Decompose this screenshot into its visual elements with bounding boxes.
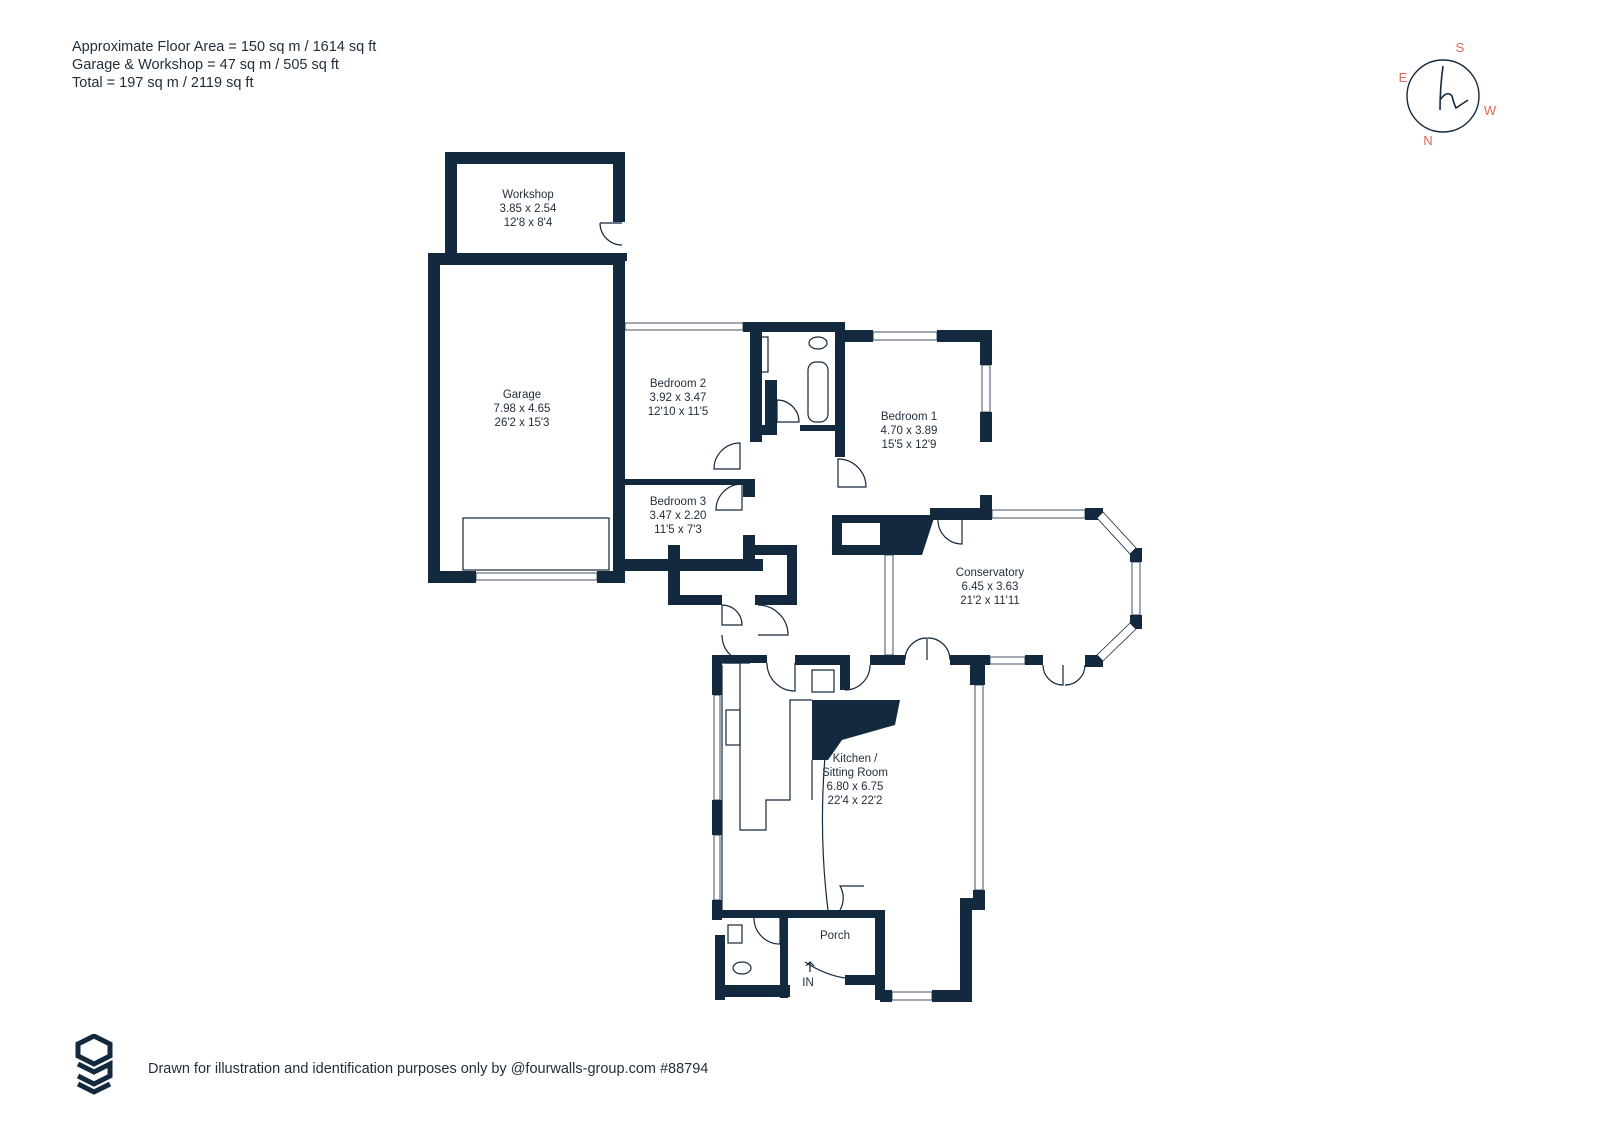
bedroom1-window-top xyxy=(872,331,938,341)
bedroom2-window xyxy=(624,322,744,331)
front-door-swing xyxy=(804,961,846,979)
porch-walls xyxy=(715,910,885,1000)
workshop-name: Workshop xyxy=(502,189,554,201)
bedroom1-door xyxy=(837,458,867,488)
bedroom2-metric: 3.92 x 3.47 xyxy=(650,392,707,404)
bedroom3-name: Bedroom 3 xyxy=(650,496,706,508)
fireplace xyxy=(812,700,900,760)
bathroom-walls xyxy=(750,322,845,457)
conservatory-french-doors xyxy=(904,637,951,661)
conservatory-name: Conservatory xyxy=(956,567,1025,579)
hob xyxy=(811,669,835,693)
bathroom-door xyxy=(776,399,800,423)
conservatory-window-bottom xyxy=(989,656,1026,665)
kitchen-window-west-1 xyxy=(713,694,721,801)
porch-inner-door xyxy=(838,885,864,911)
entrance-arrow xyxy=(805,961,815,972)
bedroom1-name: Bedroom 1 xyxy=(881,411,937,423)
wc-door xyxy=(721,604,743,626)
bedroom2-walls xyxy=(613,322,762,485)
floor-area-line: Approximate Floor Area = 150 sq m / 1614… xyxy=(72,39,377,55)
conservatory-door-1 xyxy=(937,519,963,545)
hall-door xyxy=(757,604,789,636)
garage-name: Garage xyxy=(503,389,541,401)
hall-to-kitchen-door xyxy=(844,664,871,691)
bedroom3-door xyxy=(715,483,743,511)
conservatory-window-se xyxy=(1096,622,1137,662)
kitchen-window-west-2 xyxy=(713,834,721,901)
compass: S E W N xyxy=(1399,40,1497,148)
compass-circle xyxy=(1406,59,1480,133)
bedroom1-window-side xyxy=(981,364,991,413)
conservatory-metric: 6.45 x 3.63 xyxy=(962,581,1019,593)
compass-east: E xyxy=(1399,70,1408,85)
bedroom2-name: Bedroom 2 xyxy=(650,378,706,390)
kitchen-metric: 6.80 x 6.75 xyxy=(827,781,884,793)
bedroom1-metric: 4.70 x 3.89 xyxy=(881,425,938,437)
monogram-icon xyxy=(1439,65,1469,111)
toilet xyxy=(808,336,828,350)
fourwalls-logo-icon xyxy=(75,1034,113,1095)
workshop-metric: 3.85 x 2.54 xyxy=(500,203,558,215)
compass-north: N xyxy=(1423,133,1432,148)
compass-west: W xyxy=(1484,103,1497,118)
conservatory-imperial: 21'2 x 11'11 xyxy=(960,595,1020,607)
kitchen-door xyxy=(766,662,796,692)
wc-door-porch xyxy=(753,917,781,945)
conservatory-window-top xyxy=(991,509,1086,519)
area-info: Approximate Floor Area = 150 sq m / 1614… xyxy=(72,38,376,92)
washbasin xyxy=(757,336,769,373)
kitchen-imperial: 22'4 x 22'2 xyxy=(828,795,883,807)
kitchen-window-east xyxy=(974,684,984,891)
kitchen-sink xyxy=(725,709,741,746)
bedroom2-imperial: 12'10 x 11'5 xyxy=(648,406,708,418)
compass-south: S xyxy=(1456,40,1465,55)
garage-imperial: 26'2 x 15'3 xyxy=(495,417,550,429)
garage-door-opening xyxy=(475,572,598,581)
hallway-walls xyxy=(668,515,935,605)
wc-toilet xyxy=(732,961,752,975)
conservatory-garden-doors xyxy=(1042,664,1086,686)
bedroom2-door xyxy=(713,442,741,470)
porch-name: Porch xyxy=(820,930,850,942)
footer-disclaimer: Drawn for illustration and identificatio… xyxy=(148,1061,709,1077)
conservatory-window-east xyxy=(1131,561,1141,616)
workshop-door xyxy=(599,222,623,246)
garage-area-line: Garage & Workshop = 47 sq m / 505 sq ft xyxy=(72,57,339,73)
bedroom1-imperial: 15'5 x 12'9 xyxy=(882,439,937,451)
conservatory-window-west xyxy=(884,554,894,656)
kitchen-units xyxy=(721,662,813,915)
garage-door-outline xyxy=(462,517,610,571)
workshop-imperial: 12'8 x 8'4 xyxy=(504,217,553,229)
kitchen-name-2: Sitting Room xyxy=(822,767,888,779)
wc-basin xyxy=(727,924,743,944)
kitchen-walls xyxy=(712,655,985,1002)
total-area-line: Total = 197 sq m / 2119 sq ft xyxy=(72,75,254,91)
bedroom3-metric: 3.47 x 2.20 xyxy=(650,510,707,522)
kitchen-name-1: Kitchen / xyxy=(833,753,879,765)
kitchen-window-south xyxy=(891,991,933,1001)
garage-metric: 7.98 x 4.65 xyxy=(494,403,551,415)
conservatory-window-ne xyxy=(1096,511,1137,555)
bathtub xyxy=(807,361,829,423)
entrance-label: IN xyxy=(802,977,814,989)
room-divide-curve xyxy=(821,744,829,911)
bedroom3-imperial: 11'5 x 7'3 xyxy=(654,524,702,536)
bedroom1-walls xyxy=(835,330,992,523)
